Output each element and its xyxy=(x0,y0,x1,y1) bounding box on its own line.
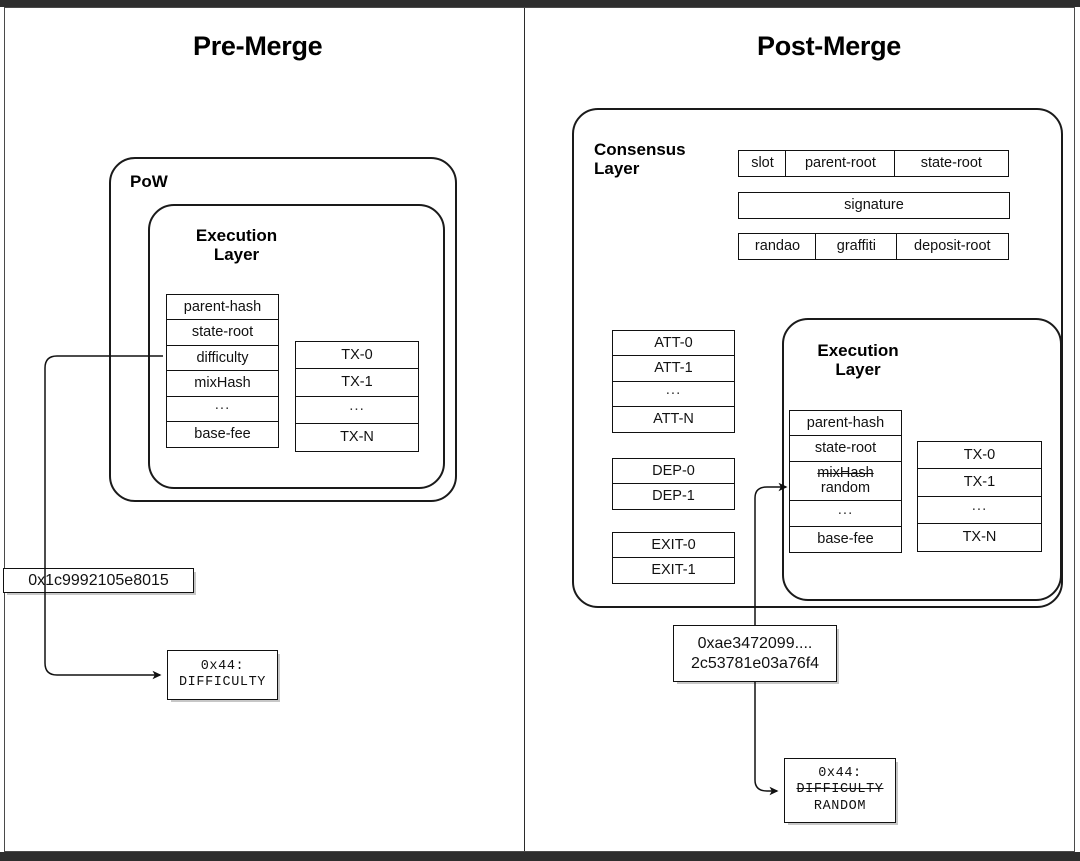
header-field-base-fee: base-fee xyxy=(166,421,279,449)
top-cut-band xyxy=(0,0,1080,7)
beacon-field-slot: slot xyxy=(738,150,787,177)
panel-title-pre-merge: Pre-Merge xyxy=(193,31,323,61)
deposit-list: DEP-0 DEP-1 xyxy=(612,458,735,511)
beacon-field-deposit-root: deposit-root xyxy=(895,233,1009,260)
exit-item: EXIT-1 xyxy=(612,557,735,585)
block-header-stack-post: parent-hash state-root mixHash random ..… xyxy=(789,410,902,553)
execution-layer-container-post xyxy=(782,318,1062,601)
beacon-field-state-root: state-root xyxy=(893,150,1009,177)
random-value-callout-post: 0xae3472099.... 2c53781e03a76f4 xyxy=(673,625,837,682)
ellipsis-glyph: ... xyxy=(971,497,988,515)
beacon-field-signature: signature xyxy=(738,192,1010,219)
pow-container-label: PoW xyxy=(130,172,168,191)
random-value-line2: 2c53781e03a76f4 xyxy=(690,654,820,672)
execution-layer-label-pre-line2: Layer xyxy=(213,245,260,264)
header-field-state-root: state-root xyxy=(166,319,279,347)
header-field-ellipsis: ... xyxy=(789,500,902,528)
beacon-field-graffiti: graffiti xyxy=(815,233,898,260)
panel-divider xyxy=(524,8,525,851)
attestation-item: ATT-N xyxy=(612,406,735,434)
deposit-item: DEP-0 xyxy=(612,458,735,485)
attestation-item: ATT-0 xyxy=(612,330,735,357)
transaction-item: TX-N xyxy=(295,423,419,453)
ellipsis-glyph: ... xyxy=(214,396,231,414)
header-field-mixhash-random: mixHash random xyxy=(789,460,902,502)
consensus-layer-label-line2: Layer xyxy=(594,159,640,178)
transaction-stack-pre: TX-0 TX-1 ... TX-N xyxy=(295,341,419,453)
beacon-header-row-1: slot parent-root state-root xyxy=(738,150,1010,177)
execution-layer-label-post-line2: Layer xyxy=(835,360,881,379)
transaction-stack-post: TX-0 TX-1 ... TX-N xyxy=(917,441,1042,553)
header-field-base-fee: base-fee xyxy=(789,525,902,553)
ellipsis-glyph: ... xyxy=(837,500,854,518)
consensus-layer-container xyxy=(572,108,1063,608)
execution-layer-label-pre: Execution Layer xyxy=(185,226,288,264)
beacon-field-parent-root: parent-root xyxy=(785,150,896,177)
panel-title-post-merge: Post-Merge xyxy=(757,31,902,61)
exit-item: EXIT-0 xyxy=(612,532,735,559)
transaction-ellipsis: ... xyxy=(917,495,1042,525)
header-field-ellipsis: ... xyxy=(166,395,279,423)
execution-layer-label-pre-line1: Execution xyxy=(195,226,278,245)
transaction-item: TX-1 xyxy=(295,368,419,398)
random-value-line1: 0xae3472099.... xyxy=(697,635,813,653)
opcode-new-name-post: RANDOM xyxy=(813,798,867,814)
block-header-stack-pre: parent-hash state-root difficulty mixHas… xyxy=(166,294,279,449)
beacon-header-row-3: randao graffiti deposit-root xyxy=(738,233,1010,260)
header-field-parent-hash: parent-hash xyxy=(166,294,279,321)
header-field-random: random xyxy=(820,480,871,497)
transaction-item: TX-N xyxy=(917,523,1042,553)
transaction-item: TX-0 xyxy=(917,441,1042,470)
beacon-header-row-2: signature xyxy=(738,192,1010,219)
header-field-parent-hash: parent-hash xyxy=(789,410,902,437)
opcode-name-pre: DIFFICULTY xyxy=(178,675,266,690)
transaction-item: TX-1 xyxy=(917,468,1042,498)
difficulty-value-callout-pre: 0x1c9992105e8015 xyxy=(3,568,194,593)
execution-layer-label-post-line1: Execution xyxy=(817,341,899,360)
execution-layer-container-pre xyxy=(148,204,445,489)
exit-list: EXIT-0 EXIT-1 xyxy=(612,532,735,585)
transaction-ellipsis: ... xyxy=(295,395,419,425)
attestation-ellipsis: ... xyxy=(612,380,735,408)
opcode-callout-pre: 0x44: DIFFICULTY xyxy=(167,650,278,700)
opcode-old-name-post: DIFFICULTY xyxy=(796,782,884,798)
opcode-number-pre: 0x44: xyxy=(200,658,245,674)
bottom-cut-band xyxy=(0,852,1080,861)
beacon-field-randao: randao xyxy=(738,233,817,260)
header-field-mixhash-struck: mixHash xyxy=(817,464,874,481)
page-frame xyxy=(4,7,1075,852)
attestation-item: ATT-1 xyxy=(612,355,735,383)
execution-layer-label-post: Execution Layer xyxy=(806,341,910,379)
transaction-item: TX-0 xyxy=(295,341,419,370)
consensus-layer-label: Consensus Layer xyxy=(594,140,714,178)
pow-container xyxy=(109,157,457,502)
header-field-mixhash: mixHash xyxy=(166,370,279,398)
opcode-number-post: 0x44: xyxy=(818,766,862,782)
header-field-difficulty: difficulty xyxy=(166,344,279,372)
consensus-layer-label-line1: Consensus xyxy=(594,140,686,159)
opcode-callout-post: 0x44: DIFFICULTY RANDOM xyxy=(784,758,896,823)
header-field-state-root: state-root xyxy=(789,435,902,463)
attestation-list: ATT-0 ATT-1 ... ATT-N xyxy=(612,330,735,434)
ellipsis-glyph: ... xyxy=(665,381,682,399)
deposit-item: DEP-1 xyxy=(612,483,735,511)
ellipsis-glyph: ... xyxy=(349,397,365,415)
